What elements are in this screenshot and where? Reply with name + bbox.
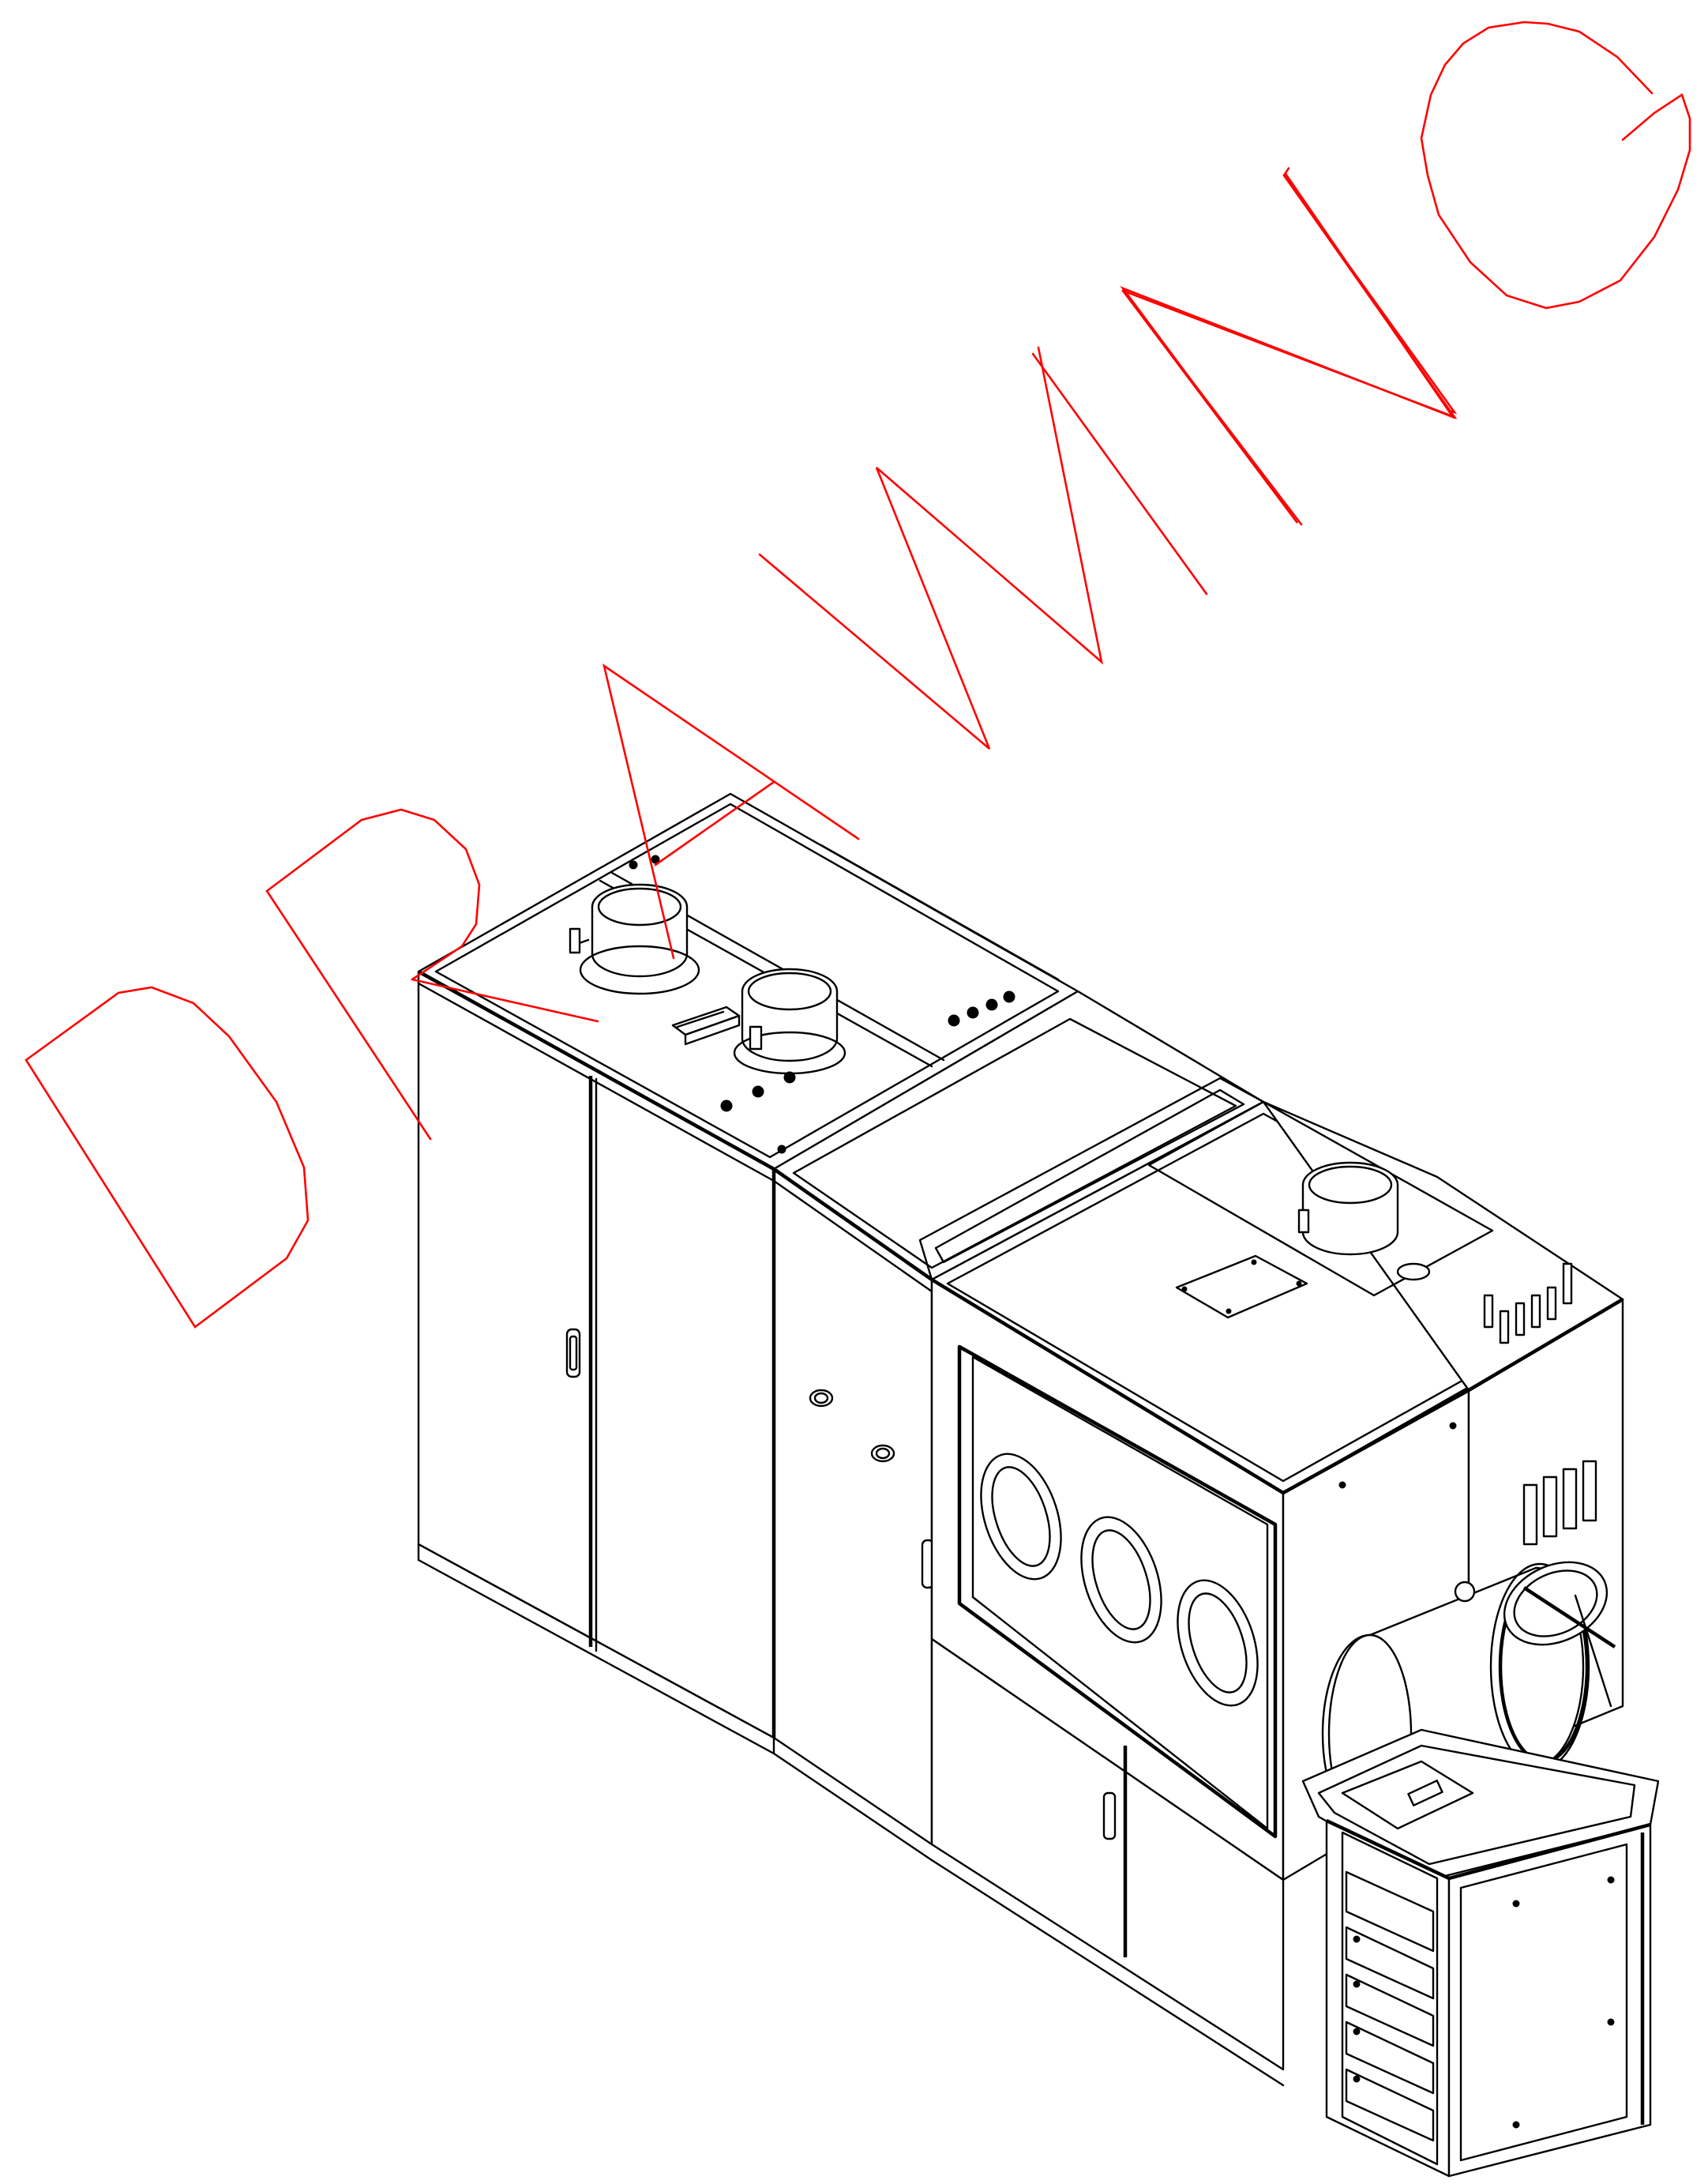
glove-port-1 (980, 1453, 1062, 1581)
flow-meters (1522, 1460, 1597, 1546)
rack-unit (1301, 1728, 1660, 2178)
knob-1 (809, 1389, 834, 1408)
watermark-letter-r-leg (411, 978, 599, 1023)
watermark-letter-n-main (1121, 289, 1303, 526)
access-plate (1175, 1254, 1308, 1319)
valve-cluster (1483, 1262, 1573, 1344)
watermark-letter-r (265, 808, 481, 1141)
knob-2 (870, 1444, 895, 1463)
drawing-watermark (24, 21, 1691, 1329)
watermark-letter-n-diag (1121, 174, 1458, 419)
glove-port-3 (1177, 1579, 1259, 1707)
feedthrough-port-3 (1297, 1161, 1399, 1256)
middle-cabinet (771, 990, 1265, 1862)
feedthrough-port-2 (733, 968, 846, 1075)
watermark-letter-d (24, 986, 310, 1329)
watermark-letter-w (758, 346, 1104, 750)
controller (1341, 1760, 1474, 1830)
feedthrough-port-1 (569, 883, 700, 995)
watermark-letter-a-bar (654, 780, 775, 866)
watermark-letter-g (1420, 21, 1691, 310)
top-panel (569, 844, 1060, 1154)
watermark-letter-i (1031, 352, 1208, 596)
glove-port-2 (1080, 1516, 1162, 1644)
